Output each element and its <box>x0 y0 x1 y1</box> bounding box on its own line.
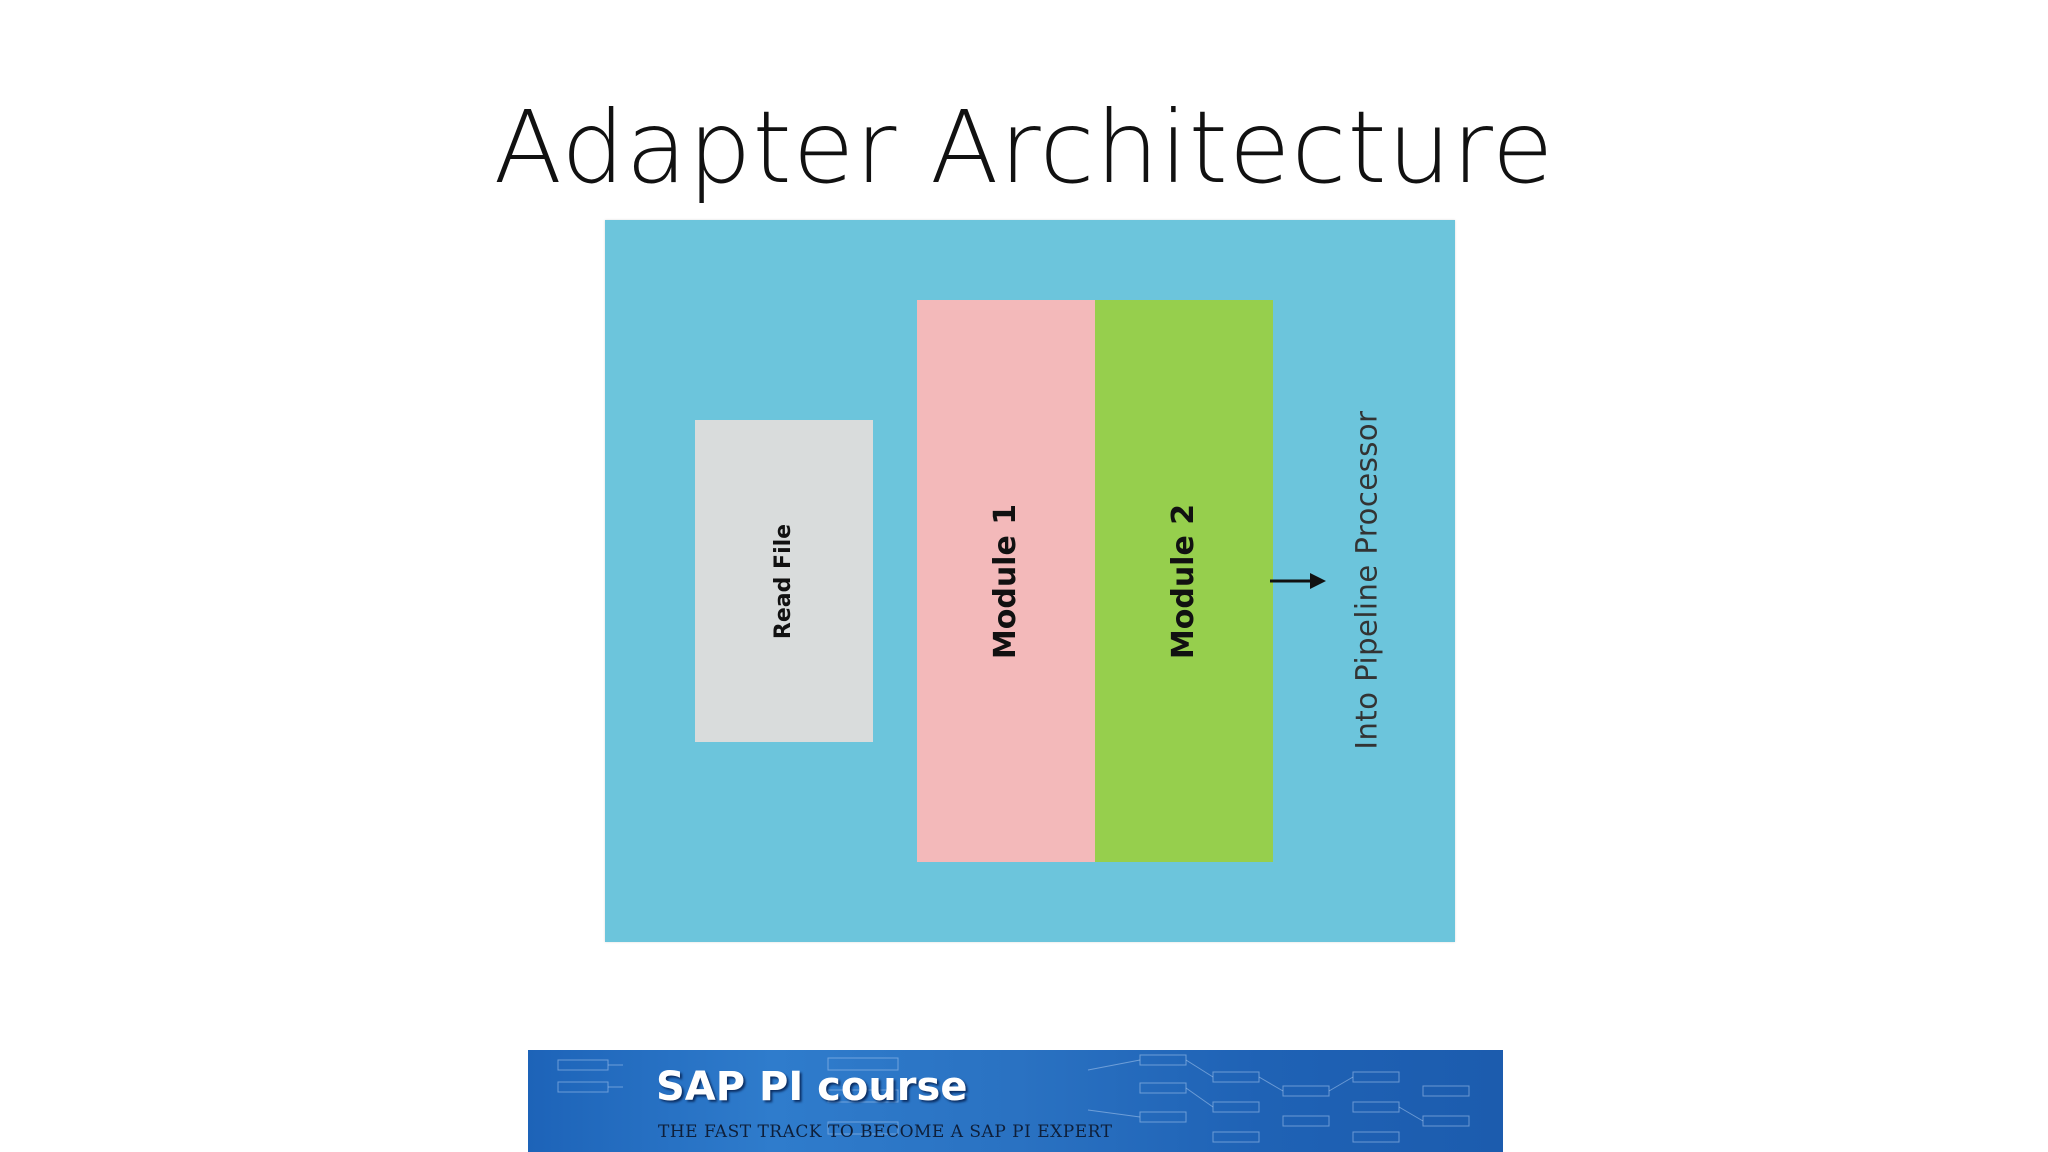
slide-title: Adapter Architecture <box>493 89 1555 206</box>
adapter-diagram: Read File Module 1 Module 2 Into Pipelin… <box>605 220 1455 942</box>
read-file-box: Read File <box>695 420 873 742</box>
module-1-box: Module 1 <box>917 300 1095 862</box>
module-2-label: Module 2 <box>1166 503 1202 659</box>
arrow-right-icon <box>1270 573 1326 589</box>
banner-background-grid <box>557 1054 1470 1143</box>
read-file-label: Read File <box>771 523 797 639</box>
module-1-label: Module 1 <box>988 503 1024 659</box>
course-banner[interactable]: SAP PI course THE FAST TRACK TO BECOME A… <box>528 1050 1503 1152</box>
pipeline-processor-label: Into Pipeline Processor <box>1350 410 1384 750</box>
banner-subtitle: THE FAST TRACK TO BECOME A SAP PI EXPERT <box>658 1122 1113 1142</box>
pipeline-label-container: Into Pipeline Processor <box>1317 340 1417 820</box>
module-2-box: Module 2 <box>1095 300 1273 862</box>
banner-title: SAP PI course <box>656 1064 968 1110</box>
